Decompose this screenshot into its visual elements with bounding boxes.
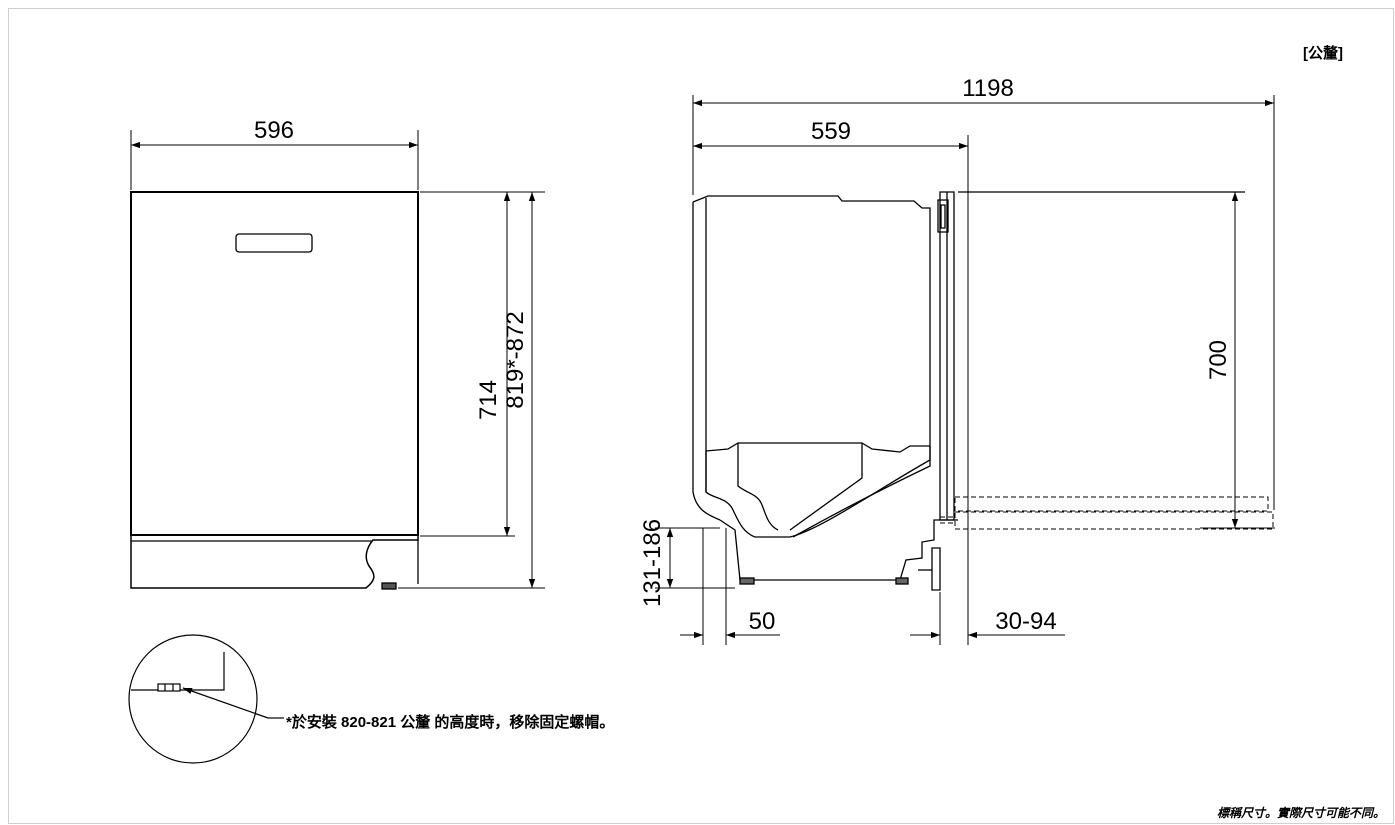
side-dimensions <box>655 95 1275 645</box>
front-plinth <box>130 535 419 589</box>
drawing-frame <box>8 8 1394 824</box>
front-dimensions <box>130 130 545 589</box>
plinth-foot <box>931 547 941 591</box>
dim-side-door-height: 700 <box>1205 340 1232 380</box>
door-handle <box>235 233 313 253</box>
dim-front-width: 596 <box>254 117 294 144</box>
front-foot <box>381 582 397 590</box>
side-view <box>692 191 1245 591</box>
dim-foot-offset: 50 <box>749 608 776 635</box>
dim-front-total-height: 819*-872 <box>502 311 529 408</box>
disclaimer: 標稱尺寸。實際尺寸可能不同。 <box>1216 806 1385 820</box>
door-open-outline <box>940 496 1274 530</box>
dim-plinth-height: 131-186 <box>639 519 666 607</box>
door-hinge <box>937 199 949 233</box>
footnote: *於安裝 820-821 公釐 的高度時，移除固定螺帽。 <box>286 714 615 731</box>
base-frame <box>705 446 931 538</box>
dim-plinth-recess: 30-94 <box>995 608 1056 635</box>
front-view <box>130 191 419 590</box>
door-panel-side <box>939 191 955 521</box>
dim-side-depth: 559 <box>811 118 851 145</box>
units-label: [公釐] <box>1303 45 1343 62</box>
front-door-panel <box>130 191 419 536</box>
foot-detail-circle <box>128 634 284 764</box>
tub-body <box>692 195 931 453</box>
sump-base <box>719 519 958 581</box>
dim-door-open-depth: 1198 <box>962 75 1014 102</box>
dim-front-door-height: 714 <box>475 380 502 420</box>
